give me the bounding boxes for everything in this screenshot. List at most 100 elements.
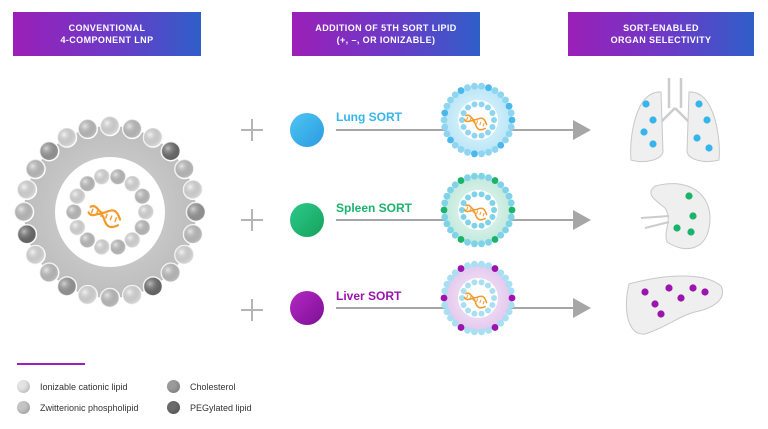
mrna-base — [475, 120, 479, 125]
lipid-icon — [457, 146, 465, 153]
lipid-highlight — [39, 263, 59, 283]
lipid-icon — [497, 91, 505, 99]
lipid-icon — [478, 172, 485, 180]
conventional-lnp-particle — [13, 115, 207, 309]
lipid-icon — [471, 82, 478, 90]
lipid-icon — [441, 301, 449, 309]
lipid-icon — [491, 295, 497, 301]
lipid-icon — [447, 136, 454, 144]
mrna-strand — [89, 205, 122, 221]
lipid-icon — [447, 226, 454, 234]
lipid-highlight — [66, 204, 82, 220]
lipid-highlight — [57, 276, 77, 296]
lipid-icon — [507, 287, 515, 295]
lipid-icon — [507, 213, 515, 221]
lipid-icon — [489, 123, 496, 130]
lipid-icon — [460, 110, 467, 117]
mrna-base — [100, 211, 104, 218]
lipid-icon — [451, 181, 459, 189]
lipid-highlight — [69, 219, 86, 236]
lipid-icon — [497, 141, 505, 149]
lung-sort-label: Lung SORT — [336, 110, 402, 124]
lipid-highlight — [17, 224, 37, 244]
mrna-strand — [463, 118, 486, 131]
lipid-icon — [451, 319, 459, 327]
lipid-icon — [491, 265, 499, 272]
mrna-base — [466, 116, 469, 121]
lipid-icon — [491, 117, 497, 123]
lipid-icon — [508, 116, 516, 124]
peg-lipid-icon — [167, 401, 180, 414]
lipid-icon — [491, 177, 499, 184]
lipid-icon — [505, 102, 513, 110]
lipid-icon — [478, 328, 485, 336]
lipid-highlight — [78, 119, 98, 139]
header-line-1: ADDITION OF 5TH SORT LIPID — [315, 23, 457, 33]
lipid-icon — [443, 130, 451, 138]
lipid-highlight — [79, 232, 96, 249]
legend-item-peg: PEGylated lipid — [167, 401, 252, 414]
mrna-base — [472, 119, 475, 123]
lipid-highlight — [143, 128, 163, 148]
lipid-icon — [460, 200, 467, 207]
lipid-icon — [440, 206, 448, 214]
mrna-base — [472, 209, 475, 213]
organ-dot — [649, 140, 657, 148]
lipid-icon — [441, 123, 449, 131]
lipid-icon — [441, 213, 449, 221]
spleen-icon — [640, 183, 711, 250]
lipid-highlight — [110, 239, 127, 256]
arrow-head — [573, 298, 591, 318]
lipid-icon — [507, 301, 515, 309]
lipid-icon — [451, 269, 459, 277]
lipid-highlight — [174, 159, 194, 179]
lipid-icon — [478, 222, 485, 229]
lipid-icon — [478, 260, 485, 268]
organ-dot — [687, 228, 695, 236]
lipid-highlight — [26, 159, 46, 179]
lipid-icon — [464, 326, 471, 334]
mrna-base — [479, 211, 482, 216]
lipid-icon — [464, 84, 471, 92]
lipid-icon — [451, 141, 459, 149]
organ-dot — [685, 192, 693, 200]
header-line-2: (+, –, OR IONIZABLE) — [336, 35, 436, 45]
organ-dot — [705, 144, 713, 152]
lipid-icon — [471, 101, 478, 108]
lipid-icon — [489, 288, 496, 295]
lipid-icon — [471, 279, 478, 286]
lipid-highlight — [183, 224, 203, 244]
legend-label: PEGylated lipid — [190, 402, 252, 413]
lipid-icon — [465, 282, 472, 289]
header-line-2: ORGAN SELECTIVITY — [610, 35, 712, 45]
lipid-icon — [464, 238, 471, 246]
lipid-icon — [508, 294, 516, 302]
mrna-strand — [463, 208, 486, 221]
header-line-2: 4-COMPONENT LNP — [60, 35, 154, 45]
lipid-icon — [478, 279, 485, 286]
lipid-icon — [502, 314, 509, 322]
lipid-icon — [471, 191, 478, 198]
lipid-icon — [485, 262, 492, 270]
lipid-icon — [502, 136, 509, 144]
mrna-icon — [463, 204, 488, 221]
header-conventional-lnp: CONVENTIONAL 4-COMPONENT LNP — [13, 12, 201, 56]
lipid-icon — [478, 101, 485, 108]
organ-dot — [641, 288, 649, 296]
lipid-icon — [447, 274, 454, 282]
lipid-highlight — [57, 128, 77, 148]
lipid-highlight — [69, 188, 86, 205]
lipid-icon — [457, 236, 465, 243]
lipid-icon — [441, 199, 449, 207]
lipid-icon — [484, 104, 491, 111]
lipid-icon — [457, 87, 465, 94]
spleen-vessels — [640, 215, 670, 229]
mrna-strand — [463, 296, 486, 309]
organ-dot — [657, 310, 665, 318]
lipid-icon — [441, 109, 449, 117]
lipid-icon — [491, 207, 497, 213]
phospholipid-icon — [17, 401, 30, 414]
mrna-base — [469, 208, 472, 212]
header-sort-lipid: ADDITION OF 5TH SORT LIPID (+, –, OR ION… — [292, 12, 480, 56]
